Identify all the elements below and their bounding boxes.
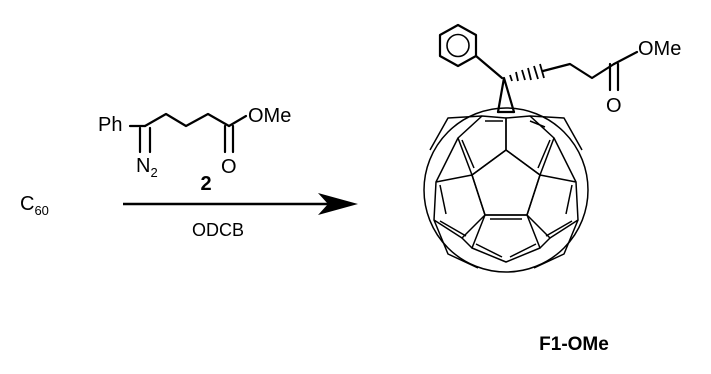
c60-base: C — [20, 193, 34, 215]
cage-double-bonds — [439, 120, 573, 258]
product-structure: OMe O F1-OMe — [423, 23, 681, 355]
solvent-label: ODCB — [192, 220, 244, 240]
cage-outline — [423, 107, 589, 273]
reagent-structure: Ph N2 O OMe — [98, 105, 291, 180]
c60-label: C60 — [20, 193, 49, 218]
c60-subscript: 60 — [34, 203, 48, 218]
reagent-carbonyl-o: O — [221, 156, 237, 178]
reagent-chain — [143, 112, 231, 128]
product-carbonyl-double-bond — [608, 62, 620, 92]
product-chain — [541, 62, 616, 80]
phenyl-hexagon — [438, 23, 478, 68]
cage-hexagon-2 — [505, 115, 555, 176]
reagent-diazo-label: N2 — [136, 155, 158, 180]
fullerene-cage — [423, 107, 589, 273]
reagent-diazo-base: N — [136, 155, 150, 177]
reagent-diazo-subscript: 2 — [150, 165, 157, 180]
cyclopropane-bonds — [496, 76, 516, 114]
cage-hexagon-1 — [457, 115, 507, 176]
cage-hexagon-5 — [471, 214, 541, 263]
arrow-head — [318, 193, 358, 215]
cage-outer-edges — [429, 115, 583, 269]
product-phenyl-ring — [438, 23, 478, 68]
cage-hexagon-3 — [526, 174, 579, 239]
cage-links — [435, 137, 577, 249]
product-ph-bond — [474, 54, 504, 80]
product-hashed-bond — [509, 63, 545, 82]
reagent-diazo-double-bond — [138, 126, 152, 154]
reagent-carbonyl-double-bond — [223, 124, 235, 154]
reagent-ester-bond — [227, 114, 248, 128]
product-name: F1-OMe — [539, 334, 609, 355]
product-ester-bond — [612, 50, 639, 66]
reagent-ester-label: OMe — [248, 105, 291, 127]
phenyl-aromatic-circle — [446, 33, 470, 58]
product-ester-label: OMe — [638, 38, 681, 60]
product-carbonyl-o: O — [606, 95, 622, 117]
cage-hexagon-4 — [433, 174, 486, 239]
reagent-number: 2 — [200, 173, 211, 195]
reaction-arrow — [123, 193, 358, 215]
reagent-phenyl-label: Ph — [98, 114, 122, 136]
